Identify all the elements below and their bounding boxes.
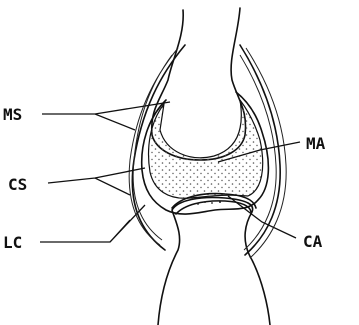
label-cs: CS [8, 175, 27, 194]
label-ms: MS [3, 105, 22, 124]
upper-bone [152, 8, 246, 160]
label-ca: CA [303, 232, 323, 251]
label-ma: MA [306, 134, 326, 153]
lc-leader [40, 205, 145, 242]
label-lc: LC [3, 233, 22, 252]
ms-leader [42, 102, 170, 130]
articular-cavity [149, 100, 263, 198]
lower-bone [158, 198, 270, 325]
